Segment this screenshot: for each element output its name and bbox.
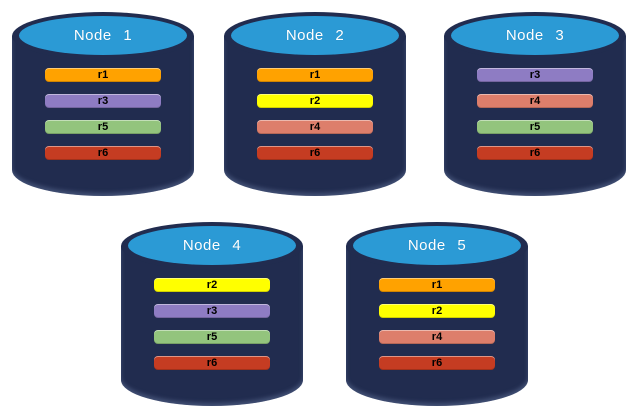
node-title: Node 4 (182, 237, 242, 254)
replica-bar: r1 (379, 278, 495, 292)
replica-list: r1 r2 r4 r6 (379, 278, 495, 370)
replica-bar: r6 (45, 146, 161, 160)
replica-list: r3 r4 r5 r6 (477, 68, 593, 160)
replica-bar: r1 (45, 68, 161, 82)
replica-bar: r5 (154, 330, 270, 344)
db-node-5: Node 5 r1 r2 r4 r6 (346, 222, 528, 406)
cylinder-body (121, 246, 303, 406)
replica-bar: r2 (257, 94, 373, 108)
replica-bar: r6 (477, 146, 593, 160)
cylinder-cap-face: Node 3 (451, 16, 619, 55)
node-title: Node 3 (505, 27, 565, 44)
node-title: Node 5 (407, 237, 467, 254)
replica-list: r2 r3 r5 r6 (154, 278, 270, 370)
replica-bar: r5 (45, 120, 161, 134)
replica-bar: r4 (379, 330, 495, 344)
replica-bar: r6 (379, 356, 495, 370)
cylinder-cap-face: Node 2 (231, 16, 399, 55)
replica-bar: r2 (379, 304, 495, 318)
cylinder-body (346, 246, 528, 406)
replica-bar: r3 (154, 304, 270, 318)
replica-bar: r2 (154, 278, 270, 292)
replica-bar: r6 (257, 146, 373, 160)
replica-list: r1 r3 r5 r6 (45, 68, 161, 160)
cylinder-cap-face: Node 4 (128, 226, 296, 265)
cylinder-body (224, 36, 406, 196)
cylinder-cap-face: Node 5 (353, 226, 521, 265)
db-node-2: Node 2 r1 r2 r4 r6 (224, 12, 406, 196)
db-node-4: Node 4 r2 r3 r5 r6 (121, 222, 303, 406)
replica-bar: r3 (45, 94, 161, 108)
cylinder-body (12, 36, 194, 196)
replica-bar: r4 (477, 94, 593, 108)
replica-bar: r4 (257, 120, 373, 134)
replica-bar: r1 (257, 68, 373, 82)
node-title: Node 1 (73, 27, 133, 44)
db-node-1: Node 1 r1 r3 r5 r6 (12, 12, 194, 196)
cylinder-cap-face: Node 1 (19, 16, 187, 55)
replica-list: r1 r2 r4 r6 (257, 68, 373, 160)
db-node-3: Node 3 r3 r4 r5 r6 (444, 12, 626, 196)
replica-bar: r5 (477, 120, 593, 134)
replica-bar: r6 (154, 356, 270, 370)
node-title: Node 2 (285, 27, 345, 44)
cylinder-body (444, 36, 626, 196)
replica-bar: r3 (477, 68, 593, 82)
